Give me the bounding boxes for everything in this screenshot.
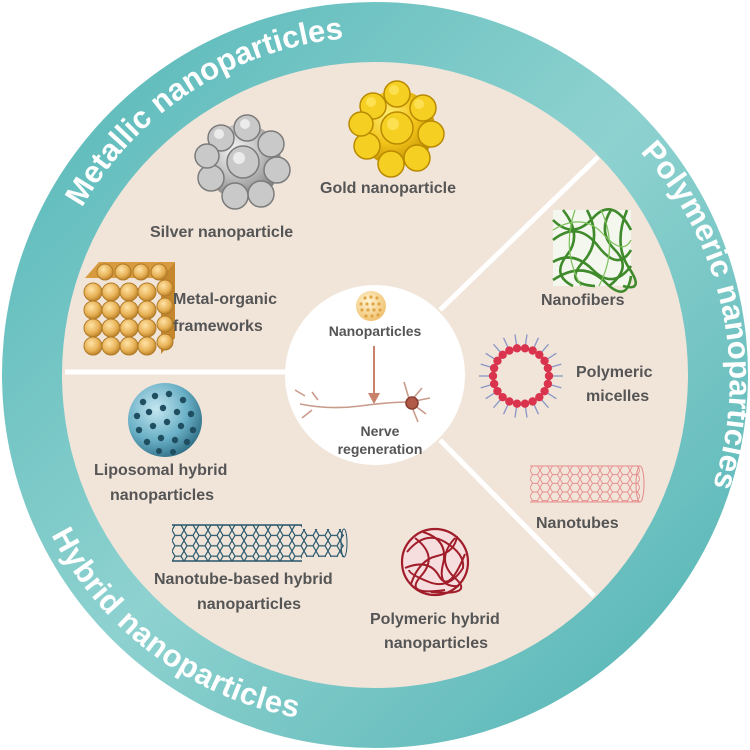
nanoparticle-icon bbox=[356, 291, 386, 321]
label-mof-line2: frameworks bbox=[173, 318, 263, 335]
label-liposomal-line2: nanoparticles bbox=[110, 487, 214, 504]
label-silver-nanoparticle: Silver nanoparticle bbox=[150, 224, 293, 241]
liposomal-hybrid-icon bbox=[128, 383, 202, 457]
label-nanotubes: Nanotubes bbox=[536, 515, 619, 532]
neuron-icon bbox=[294, 381, 431, 423]
center-label-regeneration: regeneration bbox=[338, 441, 423, 457]
label-polymeric-hybrid-line2: nanoparticles bbox=[384, 635, 488, 652]
label-polymeric-hybrid-line1: Polymeric hybrid bbox=[370, 611, 500, 628]
center-label-nanoparticles: Nanoparticles bbox=[329, 323, 422, 339]
down-arrow-icon bbox=[368, 346, 380, 404]
gold-nanoparticle-icon bbox=[348, 80, 445, 178]
label-liposomal-line1: Liposomal hybrid bbox=[94, 462, 227, 479]
divider-upper-right bbox=[438, 155, 600, 312]
label-nanofibers: Nanofibers bbox=[541, 292, 625, 309]
silver-nanoparticle-icon bbox=[194, 114, 291, 210]
nanotube-hybrid-icon bbox=[172, 524, 348, 562]
label-micelles-line2: micelles bbox=[586, 388, 649, 405]
nanofibers-icon bbox=[552, 208, 637, 293]
label-mof-line1: Metal-organic bbox=[173, 291, 277, 308]
nanotubes-icon bbox=[530, 465, 645, 503]
divider-lower-right bbox=[438, 438, 596, 598]
label-nanotube-hybrid-line2: nanoparticles bbox=[197, 596, 301, 613]
polymeric-micelle-icon bbox=[479, 334, 563, 418]
label-micelles-line1: Polymeric bbox=[576, 364, 653, 381]
label-nanotube-hybrid-line1: Nanotube-based hybrid bbox=[154, 571, 333, 588]
metal-organic-framework-icon bbox=[83, 262, 175, 356]
label-gold-nanoparticle: Gold nanoparticle bbox=[320, 180, 456, 197]
center-label-nerve: Nerve bbox=[361, 423, 400, 439]
polymeric-hybrid-icon bbox=[400, 527, 470, 597]
